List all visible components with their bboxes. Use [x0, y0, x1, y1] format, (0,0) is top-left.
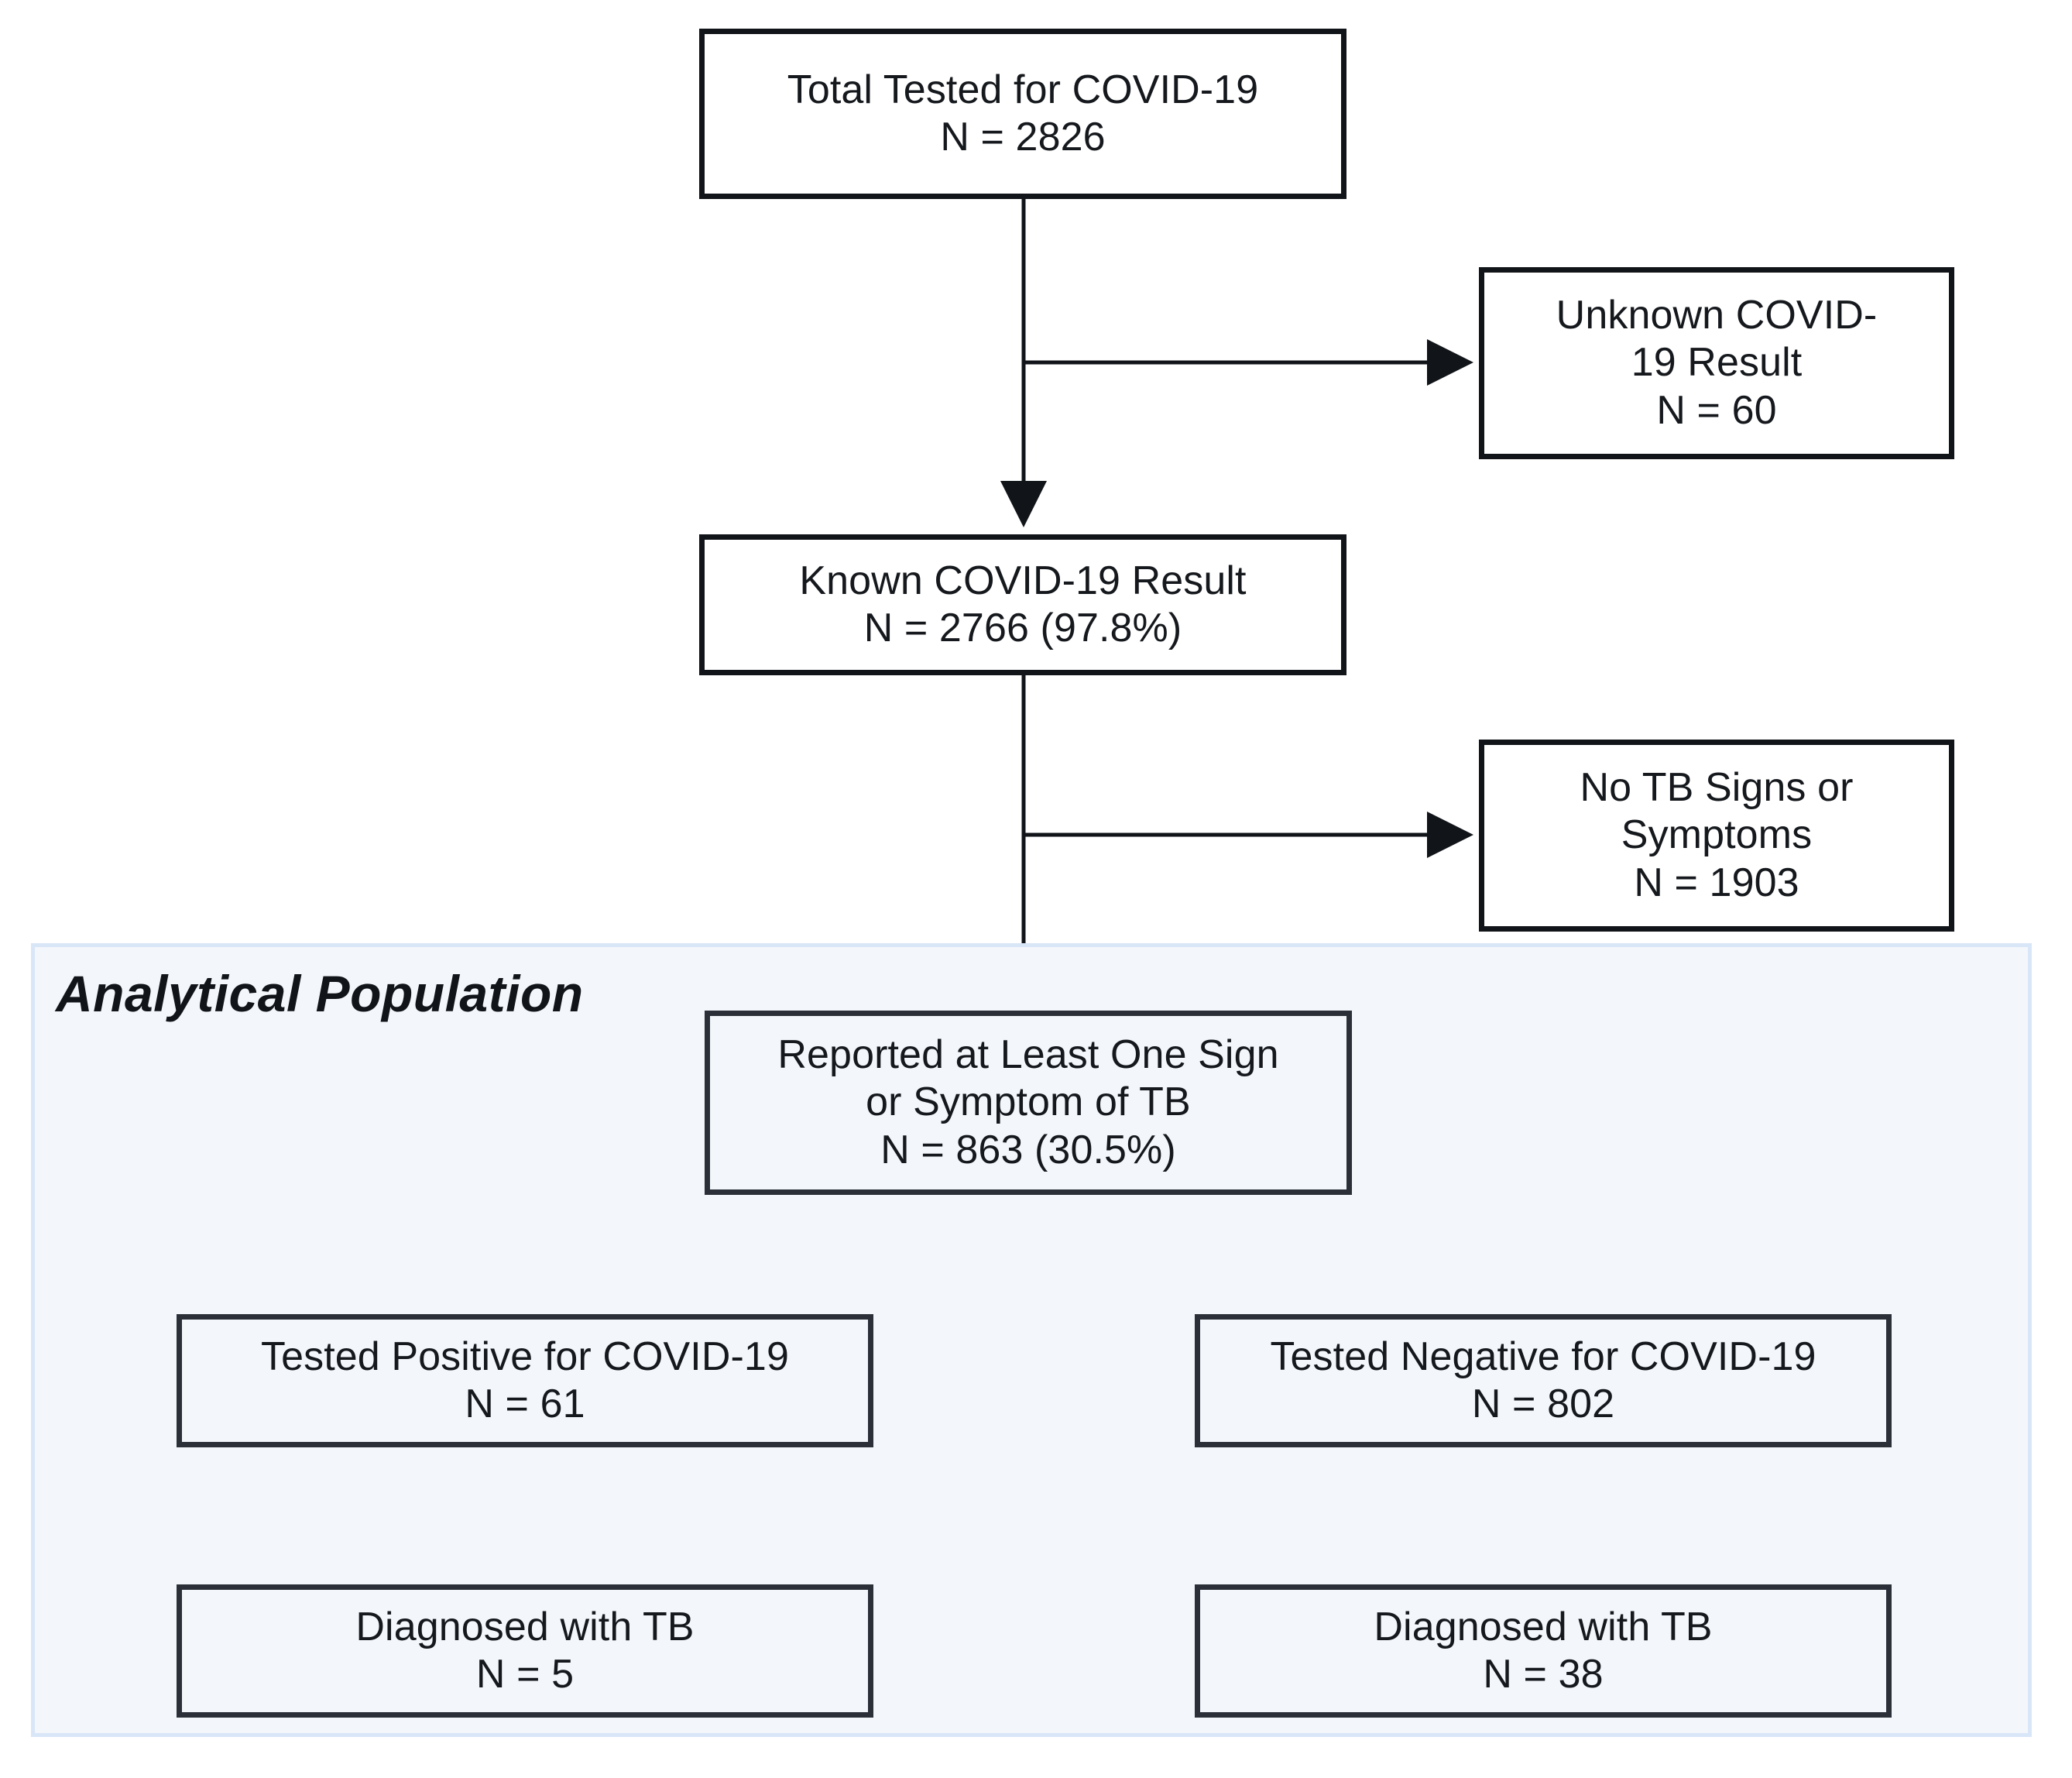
node-diagnosed-tb-positive-arm-line-1: Diagnosed with TB [355, 1604, 695, 1649]
analytical-population-label: Analytical Population [56, 965, 584, 1022]
node-tested-positive-covid-line-1: Tested Positive for COVID-19 [261, 1334, 789, 1379]
node-unknown-covid-result[interactable]: Unknown COVID- 19 Result N = 60 [1479, 267, 1954, 459]
node-unknown-covid-result-line-3: N = 60 [1656, 387, 1777, 433]
node-diagnosed-tb-positive-arm[interactable]: Diagnosed with TB N = 5 [177, 1584, 873, 1718]
node-diagnosed-tb-negative-arm-line-2: N = 38 [1483, 1652, 1604, 1697]
node-diagnosed-tb-positive-arm-line-2: N = 5 [475, 1652, 575, 1697]
node-known-covid-result[interactable]: Known COVID-19 Result N = 2766 (97.8%) [699, 534, 1346, 675]
node-no-tb-signs-symptoms[interactable]: No TB Signs or Symptoms N = 1903 [1479, 740, 1954, 932]
node-reported-tb-sign-symptom-line-3: N = 863 (30.5%) [880, 1127, 1176, 1172]
node-total-tested-line-1: Total Tested for COVID-19 [787, 67, 1259, 112]
node-reported-tb-sign-symptom-line-1: Reported at Least One Sign [777, 1031, 1279, 1077]
node-no-tb-signs-symptoms-line-3: N = 1903 [1634, 860, 1799, 905]
node-total-tested-line-2: N = 2826 [940, 115, 1106, 160]
node-diagnosed-tb-negative-arm-line-1: Diagnosed with TB [1374, 1604, 1713, 1649]
node-total-tested[interactable]: Total Tested for COVID-19 N = 2826 [699, 29, 1346, 199]
node-tested-negative-covid-line-1: Tested Negative for COVID-19 [1270, 1334, 1816, 1379]
node-unknown-covid-result-line-1: Unknown COVID- [1556, 292, 1878, 338]
node-reported-tb-sign-symptom-line-2: or Symptom of TB [866, 1080, 1191, 1125]
node-no-tb-signs-symptoms-line-1: No TB Signs or [1580, 764, 1854, 810]
node-unknown-covid-result-line-2: 19 Result [1631, 340, 1803, 386]
node-tested-positive-covid-line-2: N = 61 [465, 1382, 585, 1426]
node-tested-negative-covid[interactable]: Tested Negative for COVID-19 N = 802 [1195, 1314, 1892, 1447]
node-reported-tb-sign-symptom[interactable]: Reported at Least One Sign or Symptom of… [705, 1011, 1352, 1195]
node-tested-negative-covid-line-2: N = 802 [1471, 1382, 1615, 1426]
node-known-covid-result-line-1: Known COVID-19 Result [799, 558, 1247, 603]
node-no-tb-signs-symptoms-line-2: Symptoms [1621, 812, 1813, 858]
node-known-covid-result-line-2: N = 2766 (97.8%) [863, 606, 1182, 650]
node-tested-positive-covid[interactable]: Tested Positive for COVID-19 N = 61 [177, 1314, 873, 1447]
node-diagnosed-tb-negative-arm[interactable]: Diagnosed with TB N = 38 [1195, 1584, 1892, 1718]
